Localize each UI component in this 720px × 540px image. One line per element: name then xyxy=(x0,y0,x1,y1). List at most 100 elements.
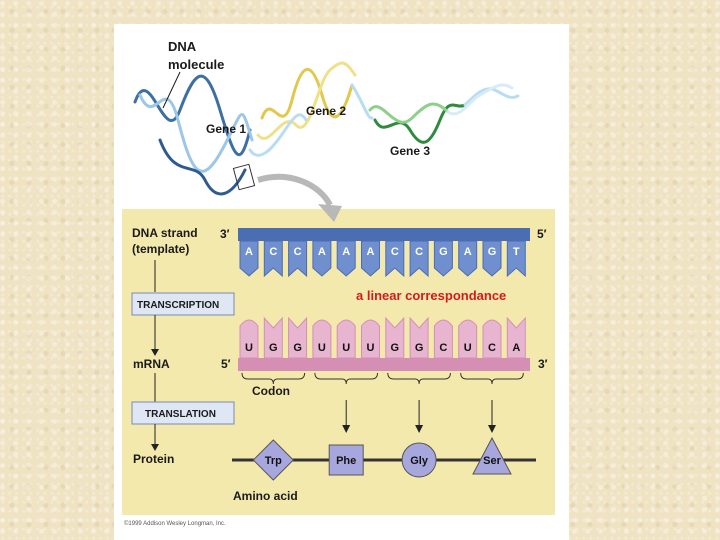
amino-acid-ser: Ser xyxy=(472,436,512,475)
mrna-base: C xyxy=(433,319,453,359)
dna-base-shape xyxy=(385,240,405,278)
mrna-base: U xyxy=(312,319,332,359)
amino-acid-label: Amino acid xyxy=(233,489,298,503)
mrna-base-letter: U xyxy=(342,342,350,354)
codon-bracket xyxy=(241,372,306,385)
dna-base: C xyxy=(385,240,405,278)
mrna-base-shape xyxy=(458,319,478,359)
linear-correspondence-annotation: a linear correspondance xyxy=(356,288,506,303)
dna-base-shape xyxy=(506,240,526,278)
mrna-base-letter: G xyxy=(293,342,302,354)
dna-base: T xyxy=(506,240,526,278)
dna-strand-label: DNA strand (template) xyxy=(132,226,201,256)
mrna-base-shape xyxy=(239,319,259,359)
copyright-notice: ©1999 Addison Wesley Longman, Inc. xyxy=(124,520,226,527)
dna-base: C xyxy=(409,240,429,278)
dna-base: C xyxy=(263,240,283,278)
amino-acid-name: Trp xyxy=(265,455,282,467)
mrna-base-letter: G xyxy=(391,342,400,354)
dna-base: A xyxy=(336,240,356,277)
mrna-base: U xyxy=(239,319,259,359)
codon-arrow-head xyxy=(342,425,351,433)
translation-arrow-head xyxy=(151,444,159,451)
dna-molecule-label: DNA molecule xyxy=(168,39,224,72)
mrna-base: U xyxy=(361,319,380,359)
dna-base-letter: C xyxy=(294,246,302,258)
transcription-label: TRANSCRIPTION xyxy=(137,300,219,311)
mrna-base: G xyxy=(263,316,283,359)
amino-acid-name: Gly xyxy=(410,455,429,467)
dna-base-shape xyxy=(288,240,308,278)
mrna-5prime-label: 5′ xyxy=(221,357,231,371)
dna-base-shape xyxy=(336,240,356,277)
amino-acid-shape xyxy=(472,436,512,475)
dna-base-shape xyxy=(458,240,478,277)
dna-3prime-label: 3′ xyxy=(220,227,230,241)
mrna-base: G xyxy=(288,316,308,359)
dna-base: C xyxy=(288,240,308,278)
mrna-base-letter: U xyxy=(367,342,375,354)
gene1-label: Gene 1 xyxy=(206,122,246,136)
gene2-label: Gene 2 xyxy=(306,104,346,118)
gene2-strand-a xyxy=(260,67,354,120)
dna-base: G xyxy=(482,240,502,277)
codon-label: Codon xyxy=(252,384,290,398)
translation-arrows xyxy=(342,400,496,433)
dna-base-letter: C xyxy=(415,246,423,258)
zoom-arrow xyxy=(257,173,333,207)
amino-acid-trp: Trp xyxy=(252,439,295,481)
mrna-base-letter: C xyxy=(488,342,496,354)
transcription-box xyxy=(131,292,235,316)
amino-acid-gly: Gly xyxy=(401,442,437,478)
mrna-base: G xyxy=(409,316,429,359)
mrna-base-letter: A xyxy=(512,342,520,354)
dna-base-letter: G xyxy=(439,246,448,258)
gene2-strand-b xyxy=(256,61,357,140)
gene3-label: Gene 3 xyxy=(390,144,430,158)
mrna-base-shape xyxy=(312,319,332,359)
mrna-base: A xyxy=(506,316,526,359)
dna-base-shape xyxy=(361,240,380,277)
amino-acid-shape xyxy=(252,439,295,481)
codon-bracket xyxy=(460,372,524,385)
protein-label: Protein xyxy=(133,452,174,466)
amino-acid-shape xyxy=(401,442,437,478)
mrna-base: C xyxy=(482,319,502,359)
codon-bracket xyxy=(387,372,451,385)
dna-base-letter: A xyxy=(367,246,375,258)
dna-base: G xyxy=(433,240,453,277)
codon-bracket xyxy=(314,372,378,385)
mrna-3prime-label: 3′ xyxy=(538,357,548,371)
gene1-strand-a xyxy=(133,74,252,156)
dna-backbone xyxy=(238,228,530,241)
mrna-base-letter: C xyxy=(439,342,447,354)
mrna-base-letter: U xyxy=(318,342,326,354)
dna-base: A xyxy=(312,240,332,277)
amino-acid-name: Phe xyxy=(336,455,356,467)
dna-base: A xyxy=(361,240,380,277)
amino-acids: Trp Phe Gly Ser xyxy=(252,436,512,481)
dna-base-shape xyxy=(263,240,283,278)
zoom-arrow-head xyxy=(318,204,342,222)
mrna-base-shape xyxy=(361,319,380,359)
codon-brackets xyxy=(241,372,524,385)
dna-tail-strand-b xyxy=(446,83,514,116)
dna-base-letter: A xyxy=(464,246,472,258)
dna-base-shape xyxy=(239,240,259,277)
mrna-base: U xyxy=(458,319,478,359)
mrna-base-letter: G xyxy=(415,342,424,354)
mrna-base: U xyxy=(336,319,356,359)
dna-helix xyxy=(133,61,520,196)
amino-acid-name: Ser xyxy=(483,455,501,467)
gene1-strand-c xyxy=(158,138,247,196)
amino-acid-shape xyxy=(328,444,364,476)
dna-base-letter: G xyxy=(488,246,497,258)
dna-base-shape xyxy=(433,240,453,277)
mrna-base-letter: G xyxy=(269,342,278,354)
dna-5prime-label: 5′ xyxy=(537,227,547,241)
dna-base-letter: A xyxy=(318,246,326,258)
dna-base-letter: A xyxy=(245,246,253,258)
